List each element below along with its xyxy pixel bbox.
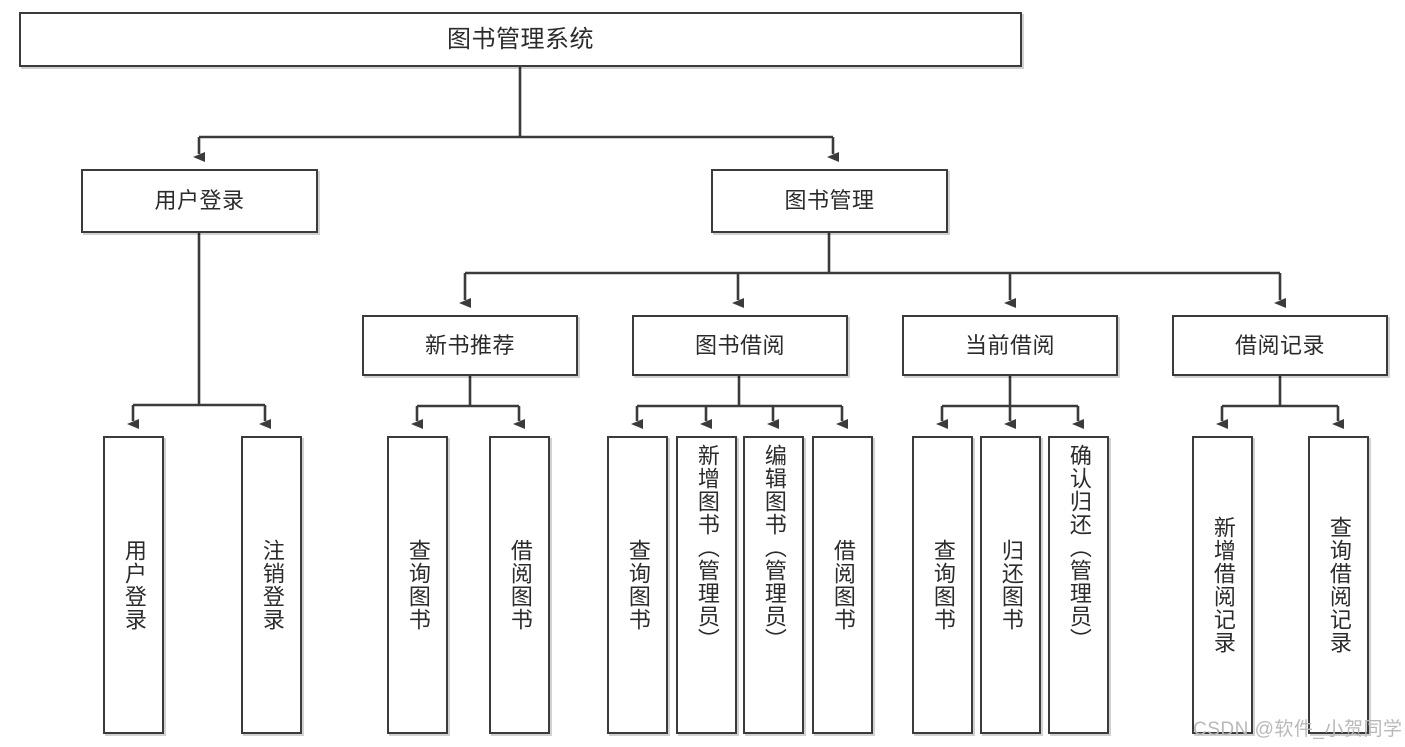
leaf-book-borrow-add-book-admin[interactable]: 新增图书（管理员）: [676, 436, 737, 734]
leaf-borrow-record-add-record[interactable]: 新增借阅记录: [1192, 436, 1253, 734]
leaf-user-login-login[interactable]: 用户登录: [103, 436, 164, 734]
node-label: 当前借阅: [964, 332, 1055, 358]
leaf-book-borrow-borrow-book[interactable]: 借阅图书: [812, 436, 873, 734]
node-label: 用户登录: [154, 188, 245, 214]
node-new-book-recommend[interactable]: 新书推荐: [362, 315, 578, 376]
leaf-label: 注销登录: [259, 539, 285, 631]
leaf-label: 查询借阅记录: [1326, 516, 1352, 654]
leaf-borrow-record-query-record[interactable]: 查询借阅记录: [1308, 436, 1369, 734]
leaf-label: 确认归还（管理员）: [1066, 444, 1092, 651]
leaf-label: 查询图书: [625, 539, 651, 631]
leaf-current-borrow-return-book[interactable]: 归还图书: [980, 436, 1041, 734]
leaf-label: 查询图书: [930, 539, 956, 631]
leaf-label: 用户登录: [121, 539, 147, 631]
node-borrow-record[interactable]: 借阅记录: [1172, 315, 1388, 376]
node-label: 图书借阅: [694, 332, 785, 358]
leaf-current-borrow-query-book[interactable]: 查询图书: [912, 436, 973, 734]
leaf-new-book-query-book[interactable]: 查询图书: [387, 436, 448, 734]
leaf-label: 借阅图书: [507, 539, 533, 631]
node-label: 新书推荐: [424, 332, 515, 358]
node-user-login[interactable]: 用户登录: [81, 169, 318, 233]
node-book-management[interactable]: 图书管理: [711, 169, 948, 233]
leaf-user-login-logout[interactable]: 注销登录: [241, 436, 302, 734]
leaf-label: 新增图书（管理员）: [694, 444, 720, 651]
node-book-borrow[interactable]: 图书借阅: [632, 315, 848, 376]
leaf-label: 编辑图书（管理员）: [761, 444, 787, 651]
leaf-label: 查询图书: [405, 539, 431, 631]
leaf-label: 归还图书: [998, 539, 1024, 631]
leaf-label: 借阅图书: [830, 539, 856, 631]
leaf-label: 新增借阅记录: [1210, 516, 1236, 654]
leaf-new-book-borrow-book[interactable]: 借阅图书: [489, 436, 550, 734]
leaf-current-borrow-confirm-return-admin[interactable]: 确认归还（管理员）: [1048, 436, 1109, 734]
node-book-management-system[interactable]: 图书管理系统: [19, 12, 1022, 67]
node-label: 图书管理系统: [447, 25, 594, 53]
csdn-watermark: CSDN @软件_小贺同学: [1193, 719, 1403, 740]
node-label: 借阅记录: [1234, 332, 1325, 358]
node-label: 图书管理: [784, 188, 875, 214]
leaf-book-borrow-query-book[interactable]: 查询图书: [607, 436, 668, 734]
leaf-book-borrow-edit-book-admin[interactable]: 编辑图书（管理员）: [743, 436, 804, 734]
node-current-borrow[interactable]: 当前借阅: [902, 315, 1118, 376]
